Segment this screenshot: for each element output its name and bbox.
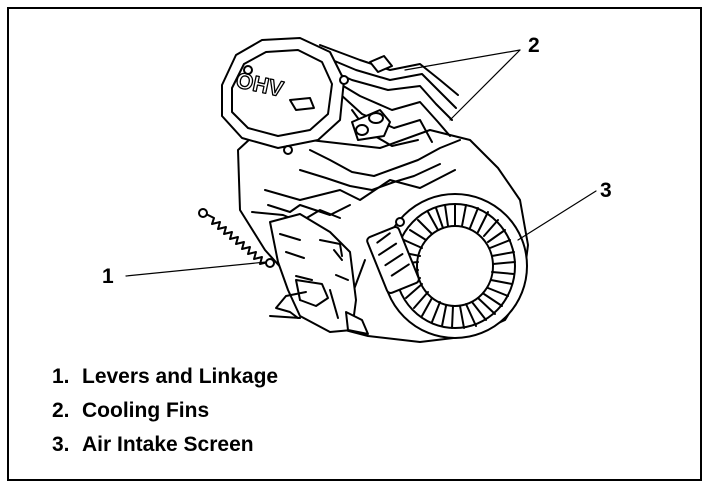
legend-number: 2. <box>52 399 70 422</box>
legend-item: 2. Cooling Fins <box>52 394 278 428</box>
legend-number: 1. <box>52 365 70 388</box>
callout-2: 2 <box>528 34 540 57</box>
valve-cover: OHV <box>221 37 349 155</box>
callout-3: 3 <box>600 179 612 202</box>
leader-line-1 <box>125 261 267 277</box>
callout-1: 1 <box>102 265 114 288</box>
cooling-fins <box>299 44 461 191</box>
leader-line-3 <box>517 190 597 241</box>
leader-lines <box>125 49 597 277</box>
leader-line-2b <box>449 49 521 121</box>
legend-label: Cooling Fins <box>82 399 210 422</box>
leader-line-2a <box>404 49 521 71</box>
spark-plug <box>351 55 393 141</box>
legend-label: Levers and Linkage <box>82 365 279 388</box>
levers-and-linkage <box>198 208 420 335</box>
legend-item: 3. Air Intake Screen <box>52 428 278 462</box>
legend-item: 1. Levers and Linkage <box>52 360 278 394</box>
legend-label: Air Intake Screen <box>82 433 254 456</box>
parts-legend: 1. Levers and Linkage 2. Cooling Fins 3. Ai… <box>52 360 278 462</box>
legend-number: 3. <box>52 433 70 456</box>
